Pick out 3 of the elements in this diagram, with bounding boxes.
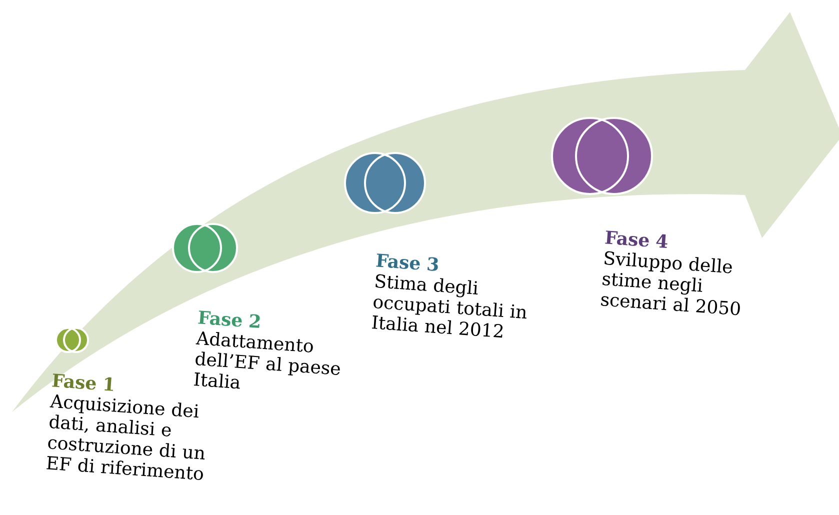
phase-text: Fase 2 Adattamento dell’EF al paese Italia — [194, 310, 340, 389]
phase-text: Fase 3 Stima degli occupati totali in Italia nel 2012 — [372, 254, 526, 338]
phase-text: Fase 4 Sviluppo delle stime negli scenari al 2050 — [601, 230, 740, 316]
